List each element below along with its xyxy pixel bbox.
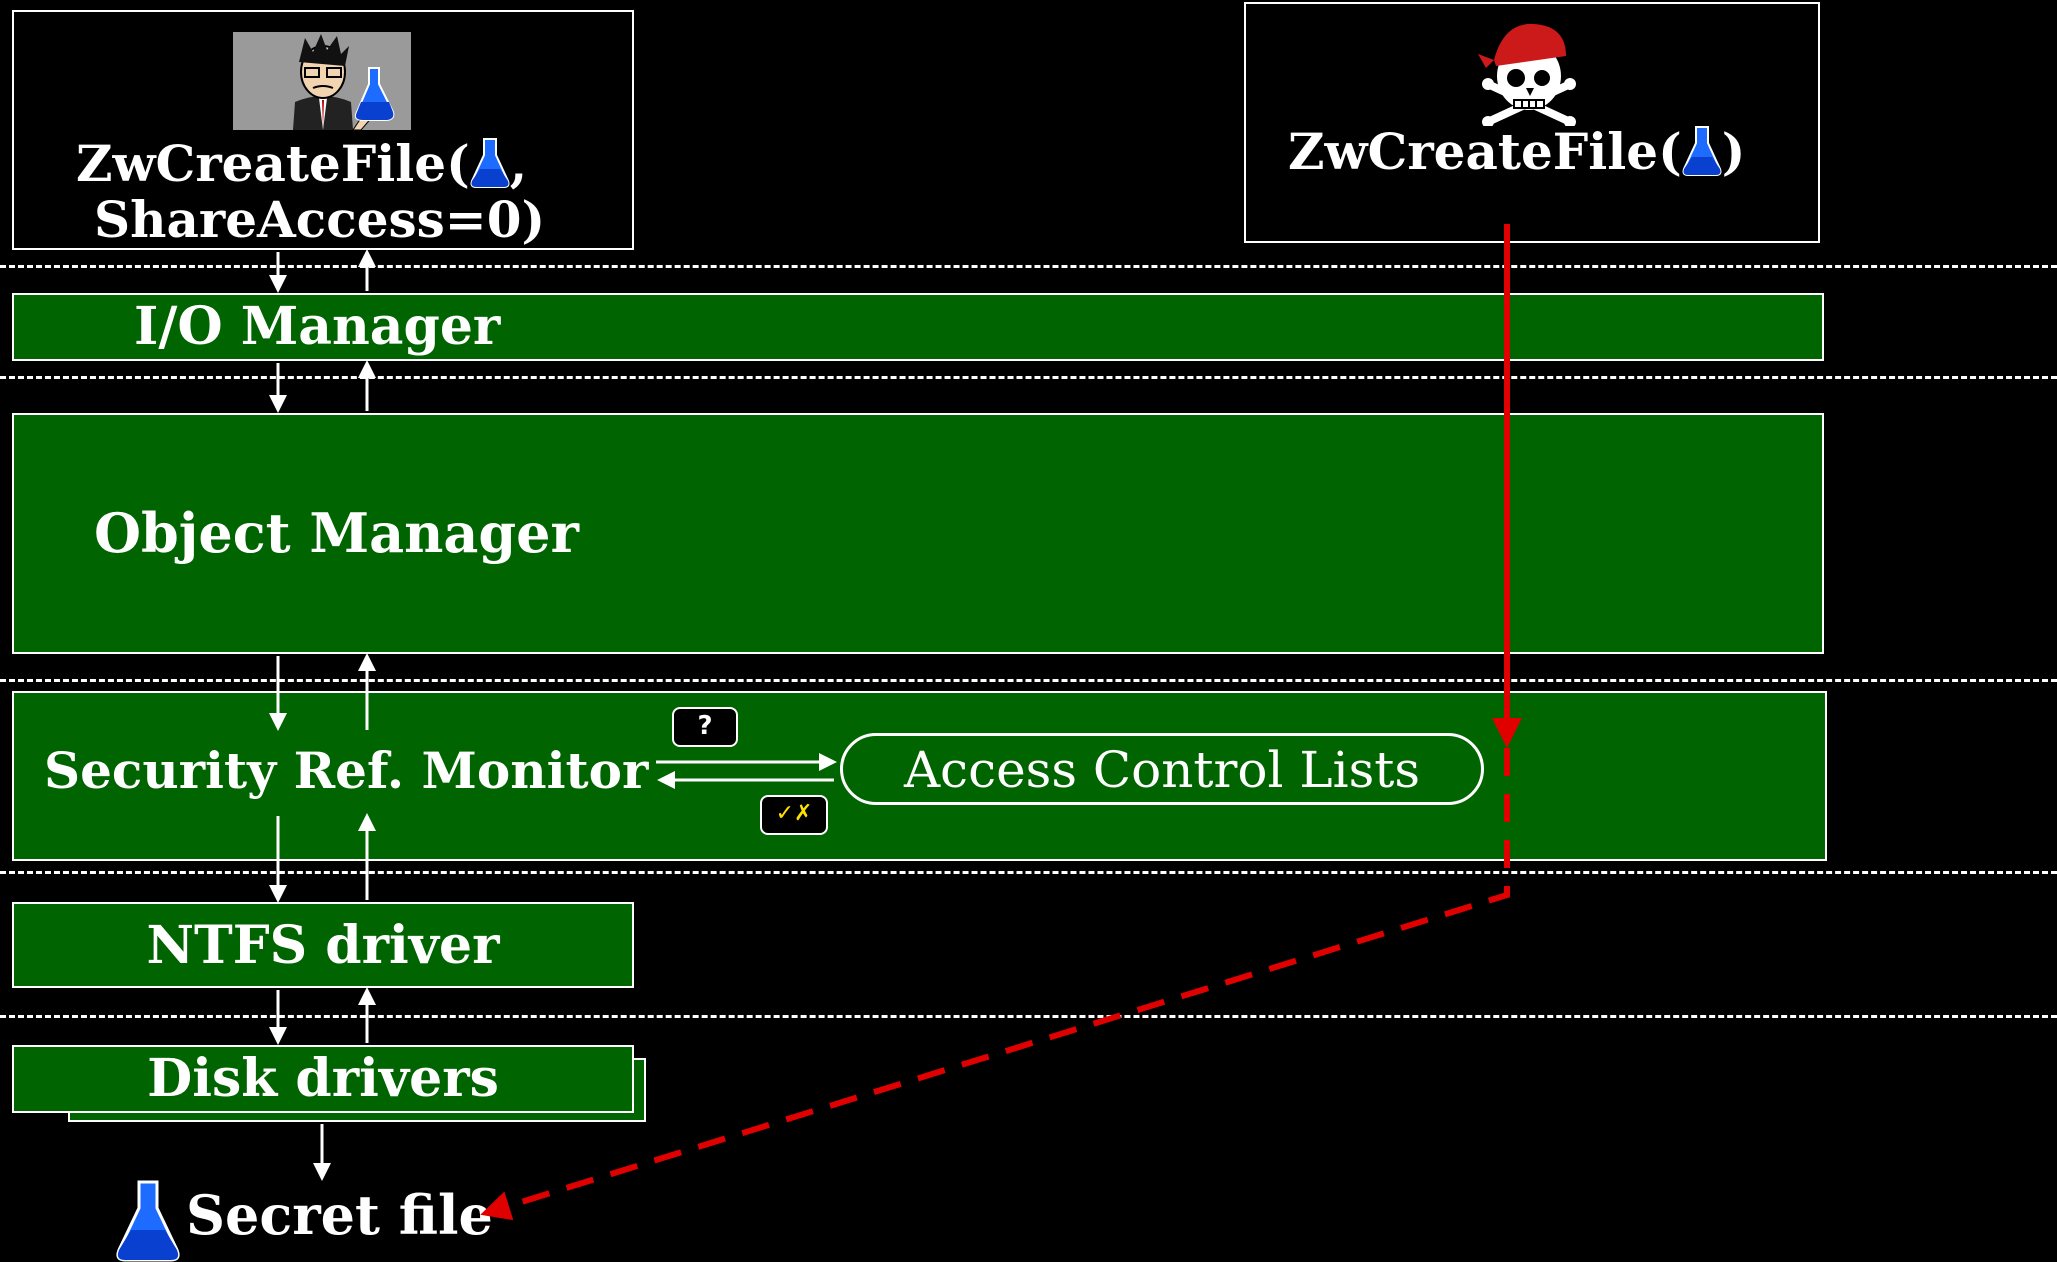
ntfs-driver-label: NTFS driver <box>146 915 500 976</box>
attacker-box: ZwCreateFile( ) <box>1244 2 1820 243</box>
secret-file-label: Secret file <box>186 1183 493 1247</box>
caller-call-line2: ShareAccess=0) <box>94 190 546 249</box>
security-ref-monitor-layer: Security Ref. Monitor Access Control Lis… <box>12 691 1827 861</box>
access-control-lists: Access Control Lists <box>840 733 1484 805</box>
pirate-skull-icon <box>1478 23 1576 126</box>
access-control-lists-label: Access Control Lists <box>903 741 1421 799</box>
disk-drivers-label: Disk drivers <box>147 1048 499 1109</box>
ntfs-driver-layer: NTFS driver <box>12 902 634 988</box>
object-manager-layer: Object Manager <box>12 413 1824 654</box>
layer-separator <box>0 265 2057 268</box>
flask-icon <box>1682 126 1722 176</box>
reply-bubble: ✓✗ <box>760 795 828 835</box>
attacker-call-open: ZwCreateFile( <box>1288 122 1682 181</box>
attacker-call-close: ) <box>1721 122 1746 181</box>
caller-call-comma: , <box>509 134 528 193</box>
caller-box: ZwCreateFile( , ShareAccess=0) <box>12 10 634 250</box>
layer-separator <box>0 871 2057 874</box>
layer-separator <box>0 1015 2057 1018</box>
query-bubble-label: ? <box>697 711 713 741</box>
layer-separator <box>0 679 2057 682</box>
io-manager-layer: I/O Manager <box>12 293 1824 361</box>
query-bubble: ? <box>672 707 738 747</box>
reply-bubble-label: ✓✗ <box>775 801 813 826</box>
attacker-bypass-path <box>480 748 1510 1221</box>
object-manager-label: Object Manager <box>94 501 579 565</box>
caller-call-line1: ZwCreateFile( <box>76 134 470 193</box>
flask-icon <box>116 1180 180 1262</box>
disk-drivers-layer: Disk drivers <box>12 1045 634 1113</box>
io-manager-label: I/O Manager <box>134 296 501 357</box>
security-ref-monitor-label: Security Ref. Monitor <box>44 741 649 800</box>
flask-icon <box>470 138 510 188</box>
programmer-icon <box>233 32 411 130</box>
layer-separator <box>0 376 2057 379</box>
